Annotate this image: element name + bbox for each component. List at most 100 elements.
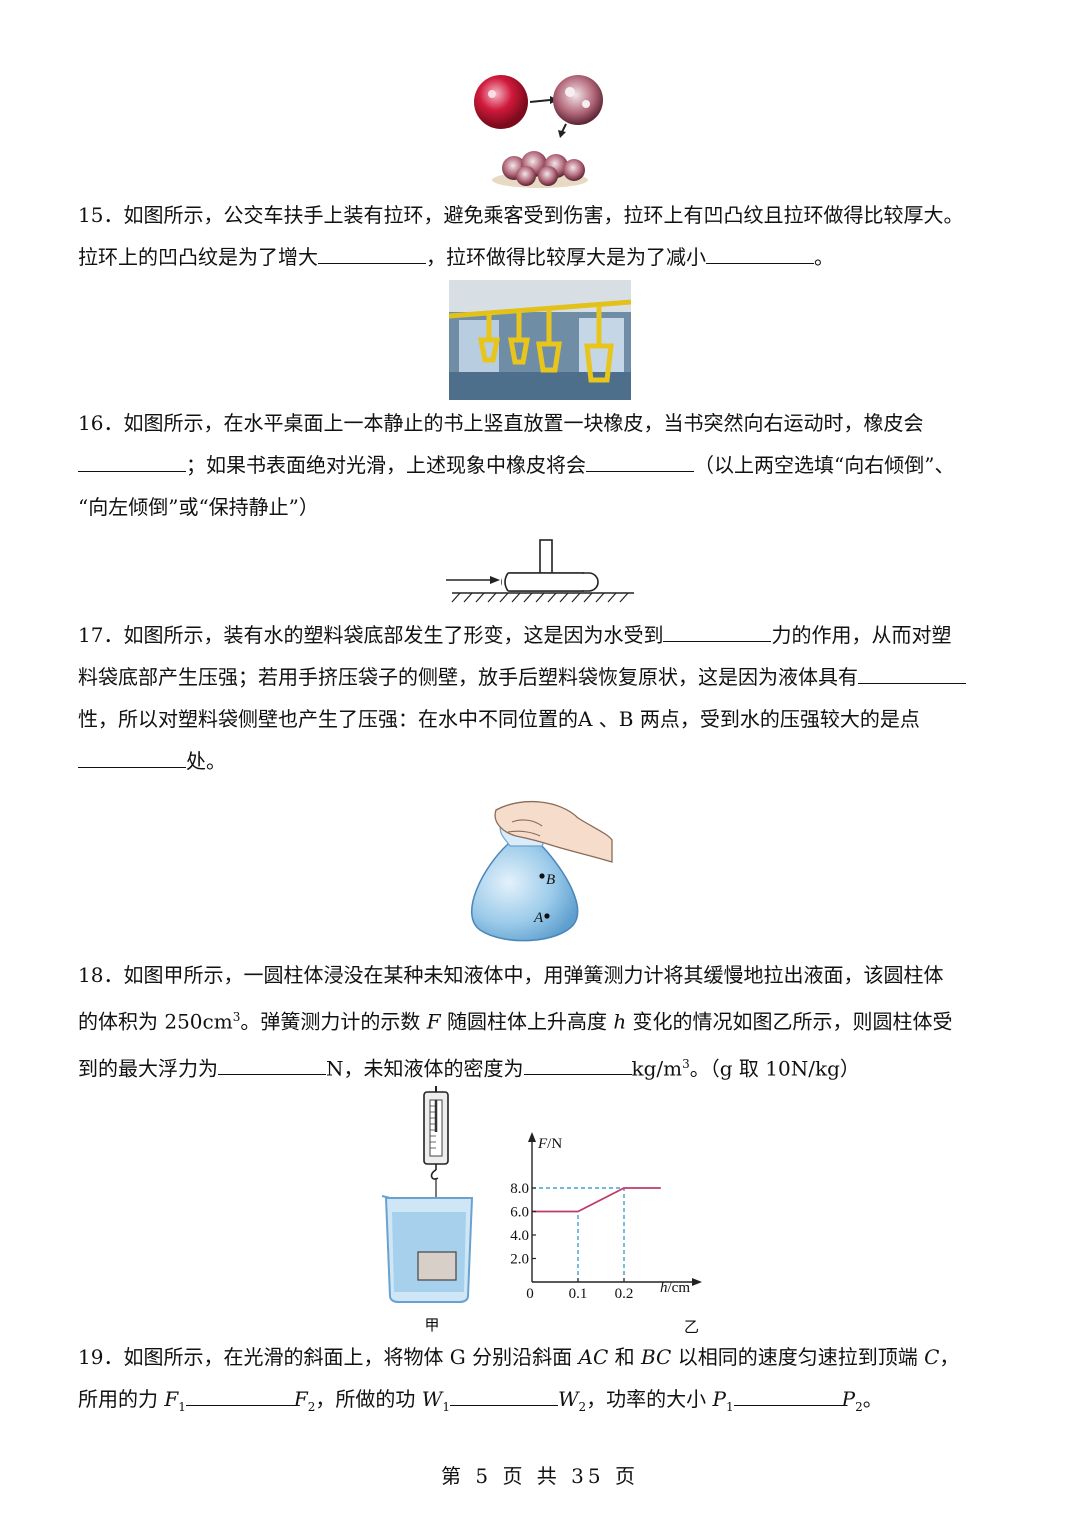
q19-text-a3: 以相同的速度匀速拉到顶端 bbox=[671, 1345, 925, 1369]
fig-label-jia: 甲 bbox=[424, 1318, 439, 1334]
answer-blank[interactable] bbox=[449, 1383, 558, 1406]
var-bc: BC bbox=[640, 1345, 672, 1369]
var-ac: AC bbox=[578, 1345, 609, 1369]
y-axis-label: F/N bbox=[537, 1136, 562, 1152]
answer-blank[interactable] bbox=[185, 1383, 294, 1406]
y-tick-label: 6.0 bbox=[510, 1205, 529, 1221]
question-16: 16．如图所示，在水平桌面上一本静止的书上竖直放置一块橡皮，当书突然向右运动时，… bbox=[78, 402, 1008, 528]
y-tick-label: 8.0 bbox=[510, 1181, 529, 1197]
q18-text-c1: 到的最大浮力为 bbox=[78, 1056, 218, 1081]
answer-blank[interactable] bbox=[663, 619, 772, 642]
book-eraser-diagram bbox=[446, 539, 634, 603]
q16-text-b: ；如果书表面绝对光滑，上述现象中橡皮将会 bbox=[186, 453, 586, 477]
question-19: 19．如图所示，在光滑的斜面上，将物体 G 分别沿斜面 AC 和 BC 以相同的… bbox=[78, 1336, 1008, 1428]
answer-blank[interactable] bbox=[218, 1052, 326, 1076]
y-tick-label: 2.0 bbox=[510, 1252, 529, 1268]
q16-line3: “向左倾倒”或“保持静止”） bbox=[78, 495, 319, 519]
q18-sup-2: 3 bbox=[682, 1056, 690, 1071]
q17-line3: 性，所以对塑料袋侧壁也产生了压强：在水中不同位置的A 、B 两点，受到水的压强较… bbox=[78, 707, 920, 731]
var-p1: P bbox=[712, 1387, 727, 1411]
point-b-label: B bbox=[546, 872, 555, 888]
x-axis-var: h bbox=[660, 1280, 668, 1296]
question-18: 18．如图甲所示，一圆柱体浸没在某种未知液体中，用弹簧测力计将其缓慢地拉出液面，… bbox=[78, 954, 1008, 1089]
answer-blank[interactable] bbox=[78, 745, 186, 768]
answer-blank[interactable] bbox=[586, 449, 694, 472]
question-17: 17．如图所示，装有水的塑料袋底部发生了形变，这是因为水受到力的作用，从而对塑 … bbox=[78, 614, 1008, 782]
water-bag-diagram: B A bbox=[470, 800, 613, 942]
q18-text-c2: N，未知液体的密度为 bbox=[326, 1056, 524, 1081]
bus-handles-photo bbox=[449, 280, 631, 400]
sub-2: 2 bbox=[578, 1400, 587, 1414]
sub-1: 1 bbox=[726, 1400, 734, 1414]
sub-1: 1 bbox=[442, 1400, 450, 1414]
q19-text-b4: 。 bbox=[862, 1387, 883, 1411]
var-c: C bbox=[924, 1345, 940, 1369]
q15-line2: 拉环上的凹凸纹是为了增大 ，拉环做得比较厚大是为了减小 。 bbox=[78, 236, 1008, 278]
q17-line1: 17．如图所示，装有水的塑料袋底部发生了形变，这是因为水受到 力的作用，从而对塑 bbox=[78, 614, 1008, 656]
sub-2: 2 bbox=[855, 1400, 863, 1414]
q17-text-a: 17．如图所示，装有水的塑料袋底部发生了形变，这是因为水受到 bbox=[78, 623, 664, 647]
q19-text-a1: 19．如图所示，在光滑的斜面上，将物体 G 分别沿斜面 bbox=[78, 1345, 579, 1369]
answer-blank[interactable] bbox=[318, 241, 426, 264]
q16-line2: ；如果书表面绝对光滑，上述现象中橡皮将会 （以上两空选填“向右倾倒”、 bbox=[78, 444, 1008, 486]
q19-text-a4: ， bbox=[939, 1345, 960, 1369]
q17-text-c: 料袋底部产生压强；若用手挤压袋子的侧壁，放手后塑料袋恢复原状，这是因为液体具有 bbox=[78, 665, 858, 689]
var-h: h bbox=[613, 1009, 627, 1034]
sub-2: 2 bbox=[307, 1400, 316, 1414]
var-w2: W bbox=[557, 1387, 579, 1411]
var-p2: P bbox=[841, 1387, 856, 1411]
q15-line1: 15．如图所示，公交车扶手上装有拉环，避免乘客受到伤害，拉环上有凹凸纹且拉环做得… bbox=[78, 203, 964, 227]
data-series-line bbox=[532, 1187, 661, 1213]
x-axis-label: h/cm bbox=[660, 1280, 690, 1296]
q18-line2: 的体积为 250cm3。弹簧测力计的示数 F 随圆柱体上升高度 h 变化的情况如… bbox=[78, 996, 1008, 1043]
q15-text-c: ，拉环做得比较厚大是为了减小 bbox=[426, 245, 706, 269]
q18-line1: 18．如图甲所示，一圆柱体浸没在某种未知液体中，用弹簧测力计将其缓慢地拉出液面，… bbox=[78, 963, 944, 987]
y-tick-label: 4.0 bbox=[510, 1228, 529, 1244]
answer-blank[interactable] bbox=[78, 449, 186, 472]
fruit-illustration bbox=[474, 75, 603, 188]
q18-sup: 3 bbox=[232, 1010, 241, 1024]
x-tick-label: 0 bbox=[526, 1286, 534, 1302]
question-15: 15．如图所示，公交车扶手上装有拉环，避免乘客受到伤害，拉环上有凹凸纹且拉环做得… bbox=[78, 194, 1008, 278]
x-axis-unit: /cm bbox=[668, 1280, 691, 1296]
x-tick-label: 0.2 bbox=[615, 1286, 634, 1302]
q17-text-e: 处。 bbox=[186, 749, 226, 773]
q17-text-b: 力的作用，从而对塑 bbox=[771, 623, 952, 647]
q18-text-c3: kg/m bbox=[631, 1056, 683, 1081]
y-axis-arrow bbox=[528, 1132, 536, 1142]
var-w1: W bbox=[421, 1387, 443, 1411]
force-height-graph: F/N h/cm 乙 2.0 4.0 6.0 8.0 0 0.1 0.2 bbox=[510, 1132, 702, 1336]
y-axis-var: F bbox=[537, 1136, 548, 1152]
answer-blank[interactable] bbox=[858, 661, 966, 684]
q19-text-b3: ，功率的大小 bbox=[586, 1387, 713, 1411]
x-axis-arrow bbox=[692, 1278, 702, 1286]
q16-text-c: （以上两空选填“向右倾倒”、 bbox=[694, 453, 955, 477]
var-f2: F bbox=[293, 1387, 308, 1411]
q15-text-d: 。 bbox=[814, 245, 834, 269]
x-tick-label: 0.1 bbox=[569, 1286, 588, 1302]
q18-text-b3: 随圆柱体上升高度 bbox=[440, 1009, 614, 1034]
answer-blank[interactable] bbox=[523, 1052, 632, 1076]
point-a-label: A bbox=[533, 910, 544, 926]
q18-text-b1: 的体积为 250cm bbox=[78, 1009, 233, 1034]
q17-line2: 料袋底部产生压强；若用手挤压袋子的侧壁，放手后塑料袋恢复原状，这是因为液体具有 bbox=[78, 656, 1008, 698]
var-f1: F bbox=[164, 1387, 179, 1411]
spring-scale-beaker-diagram: 甲 bbox=[381, 1086, 474, 1334]
q18-text-b2: 。弹簧测力计的示数 bbox=[240, 1009, 427, 1034]
page-footer: 第 5 页 共 35 页 bbox=[441, 1464, 639, 1488]
q19-text-b2: ，所做的功 bbox=[315, 1387, 422, 1411]
answer-blank[interactable] bbox=[706, 241, 814, 264]
y-axis-unit: /N bbox=[547, 1136, 562, 1152]
var-f: F bbox=[426, 1009, 441, 1034]
q19-text-b1: 所用的力 bbox=[78, 1387, 165, 1411]
q19-line1: 19．如图所示，在光滑的斜面上，将物体 G 分别沿斜面 AC 和 BC 以相同的… bbox=[78, 1336, 1008, 1378]
answer-blank[interactable] bbox=[733, 1383, 842, 1406]
q15-text-b: 拉环上的凹凸纹是为了增大 bbox=[78, 245, 318, 269]
q17-line4: 处。 bbox=[78, 740, 1008, 782]
q16-line1: 16．如图所示，在水平桌面上一本静止的书上竖直放置一块橡皮，当书突然向右运动时，… bbox=[78, 411, 924, 435]
fig-label-yi: 乙 bbox=[684, 1320, 699, 1336]
q19-text-a2: 和 bbox=[608, 1345, 641, 1369]
